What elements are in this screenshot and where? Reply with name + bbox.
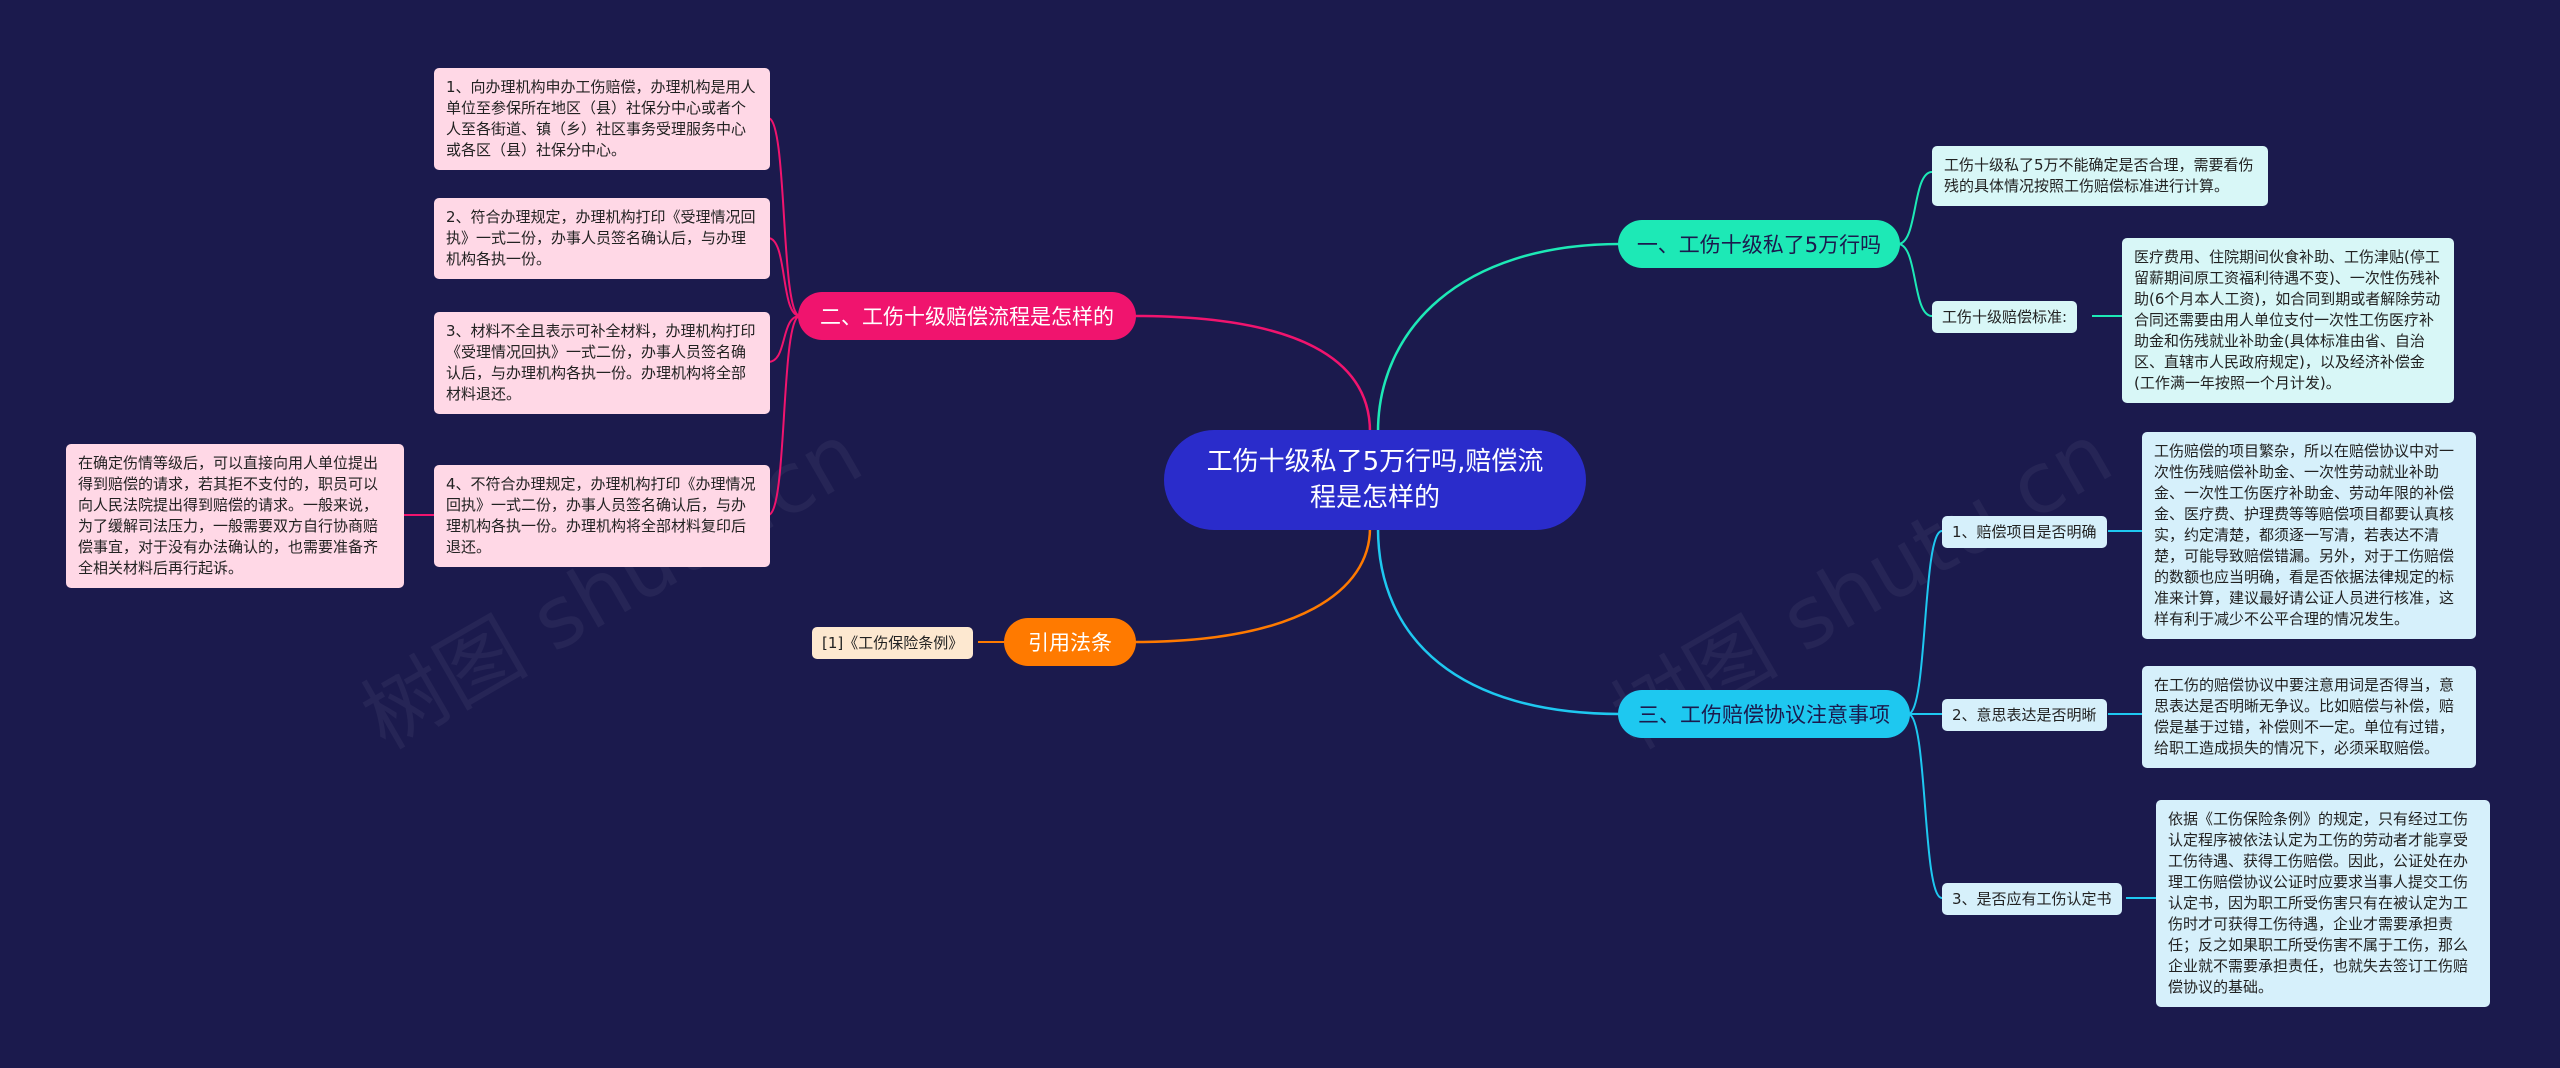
process-step-1: 1、向办理机构申办工伤赔偿，办理机构是用人单位至参保所在地区（县）社保分中心或者… (434, 68, 770, 170)
branch-compensation-process-label: 二、工伤十级赔偿流程是怎样的 (820, 305, 1114, 329)
branch-agreement-notes[interactable]: 三、工伤赔偿协议注意事项 (1618, 690, 1910, 738)
branch-agreement-notes-label: 三、工伤赔偿协议注意事项 (1638, 703, 1890, 727)
agreement-expression-detail: 在工伤的赔偿协议中要注意用词是否得当，意思表达是否明晰无争议。比如赔偿与补偿，赔… (2142, 666, 2476, 768)
link-branch1-leaf1 (1897, 171, 1933, 245)
central-topic[interactable]: 工伤十级私了5万行吗,赔偿流程是怎样的 (1164, 430, 1586, 530)
link-center-branch4 (1133, 527, 1372, 644)
branch-cited-law[interactable]: 引用法条 (1004, 618, 1136, 666)
link-branch2-item2 (767, 237, 801, 317)
link-center-branch1 (1376, 242, 1621, 433)
branch-private-settlement[interactable]: 一、工伤十级私了5万行吗 (1618, 220, 1900, 268)
link-branch1-sub1 (1897, 243, 1933, 317)
link-branch2-item1 (767, 117, 801, 317)
compensation-standard-detail: 医疗费用、住院期间伙食补助、工伤津贴(停工留薪期间原工资福利待遇不变)、一次性伤… (2122, 238, 2454, 403)
agreement-injury-certificate-detail: 依据《工伤保险条例》的规定，只有经过工伤认定程序被依法认定为工伤的劳动者才能享受… (2156, 800, 2490, 1007)
agreement-item-clarity-label[interactable]: 1、赔偿项目是否明确 (1942, 516, 2107, 548)
agreement-expression-label[interactable]: 2、意思表达是否明晰 (1942, 699, 2107, 731)
agreement-injury-certificate-label[interactable]: 3、是否应有工伤认定书 (1942, 883, 2122, 915)
link-branch2-item3 (767, 315, 801, 363)
cited-law-reference: [1]《工伤保险条例》 (812, 627, 974, 659)
branch-cited-law-label: 引用法条 (1028, 631, 1112, 655)
branch-private-settlement-label: 一、工伤十级私了5万行吗 (1636, 233, 1882, 257)
private-settlement-note: 工伤十级私了5万不能确定是否合理，需要看伤残的具体情况按照工伤赔偿标准进行计算。 (1932, 146, 2268, 206)
process-note-lawsuit: 在确定伤情等级后，可以直接向用人单位提出得到赔偿的请求，若其拒不支付的，职员可以… (66, 444, 404, 588)
agreement-item-clarity-detail: 工伤赔偿的项目繁杂，所以在赔偿协议中对一次性伤残赔偿补助金、一次性劳动就业补助金… (2142, 432, 2476, 639)
link-branch2-item4 (767, 315, 801, 516)
link-center-branch3 (1376, 527, 1621, 716)
process-step-4: 4、不符合办理规定，办理机构打印《办理情况回执》一式二份，办事人员签名确认后，与… (434, 465, 770, 567)
link-branch3-sub1 (1907, 530, 1943, 715)
process-step-3: 3、材料不全且表示可补全材料，办理机构打印《受理情况回执》一式二份，办事人员签名… (434, 312, 770, 414)
process-step-2: 2、符合办理规定，办理机构打印《受理情况回执》一式二份，办事人员签名确认后，与办… (434, 198, 770, 279)
branch-compensation-process[interactable]: 二、工伤十级赔偿流程是怎样的 (798, 292, 1136, 340)
link-center-branch2 (1133, 314, 1372, 433)
central-topic-label: 工伤十级私了5万行吗,赔偿流程是怎样的 (1206, 447, 1544, 513)
link-branch3-sub3 (1907, 713, 1943, 899)
compensation-standard-label[interactable]: 工伤十级赔偿标准: (1932, 301, 2078, 333)
